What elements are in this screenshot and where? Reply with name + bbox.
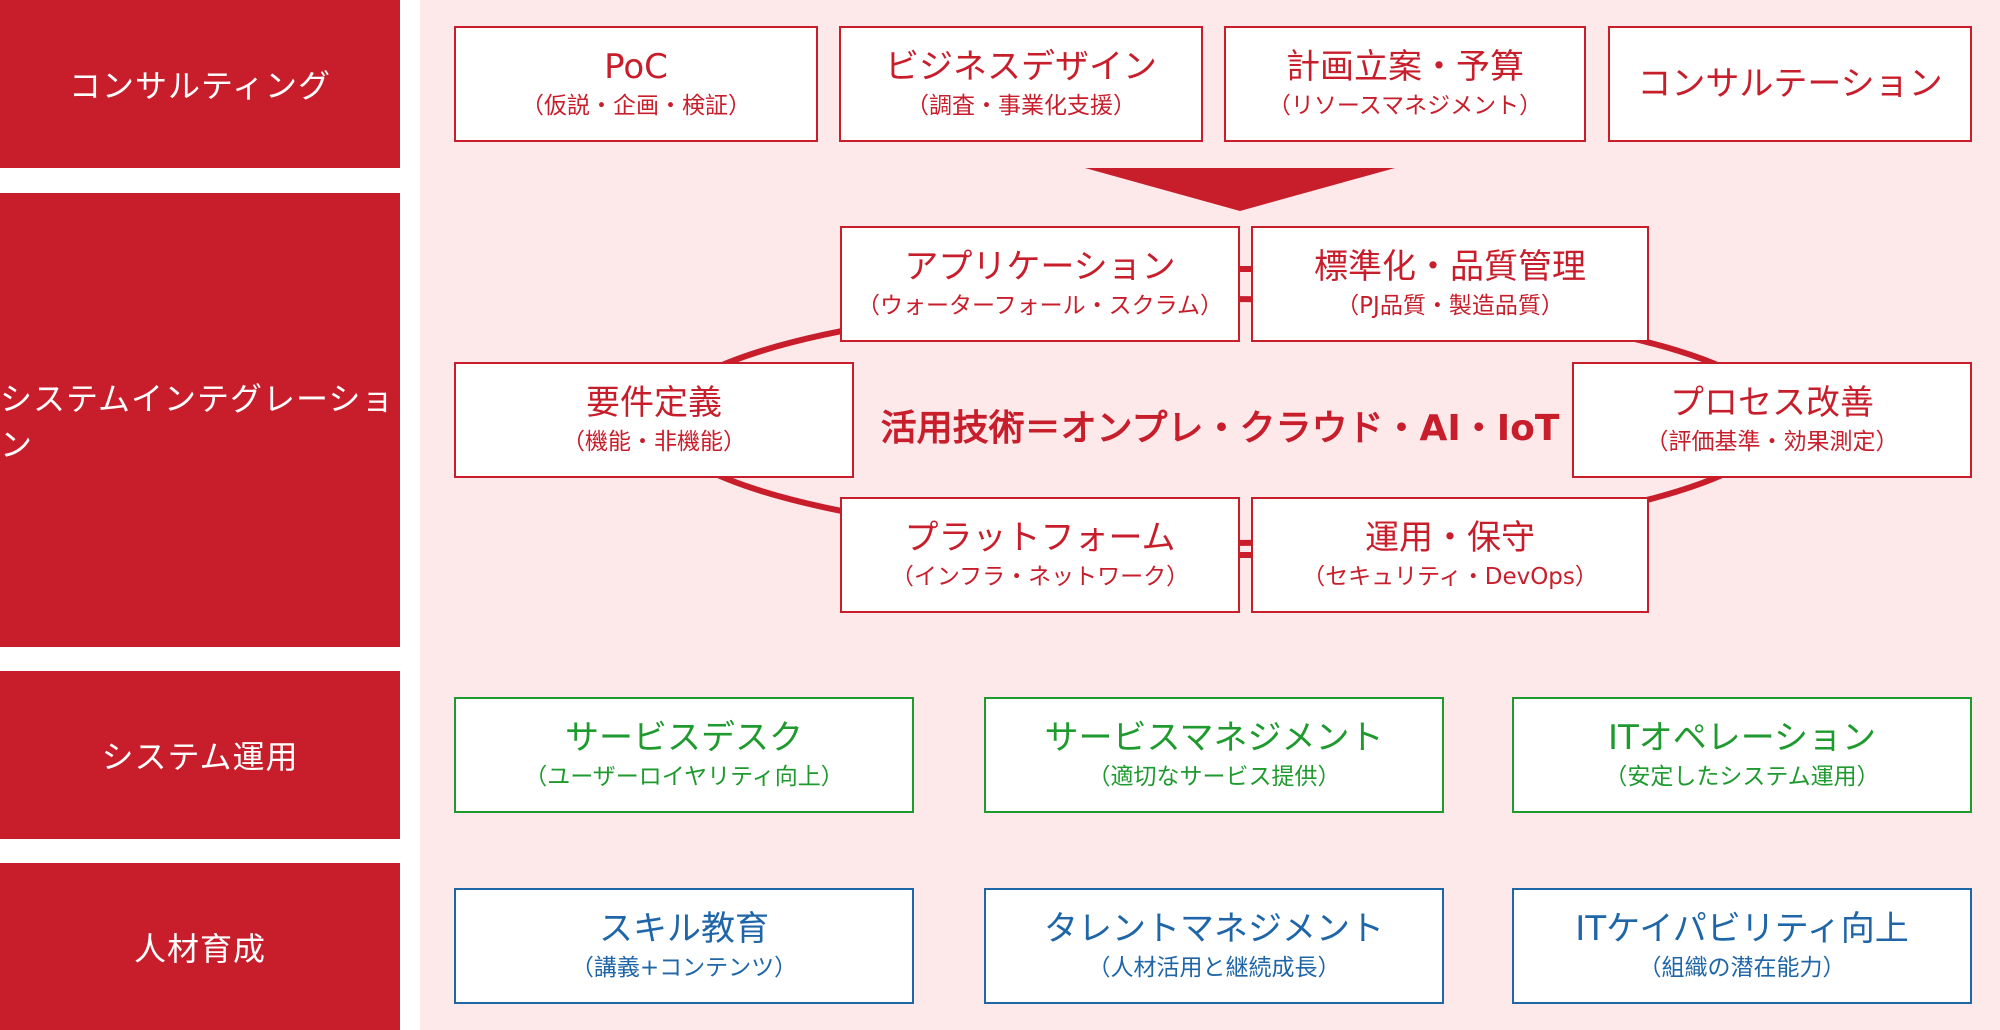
talent-box-it-capability: ITケイパビリティ向上 （組織の潜在能力）: [1512, 888, 1972, 1004]
box-subtitle: （適切なサービス提供）: [1087, 764, 1341, 791]
box-title: プラットフォーム: [904, 517, 1176, 558]
box-subtitle: （安定したシステム運用）: [1604, 764, 1880, 791]
si-box-application: アプリケーション （ウォーターフォール・スクラム）: [840, 226, 1240, 342]
si-box-process: プロセス改善 （評価基準・効果測定）: [1572, 362, 1972, 478]
si-box-maintenance: 運用・保守 （セキュリティ・DevOps）: [1251, 497, 1649, 613]
box-title: 標準化・品質管理: [1314, 246, 1586, 287]
category-system-operations: システム運用: [0, 671, 400, 839]
consulting-box-planning-budget: 計画立案・予算 （リソースマネジメント）: [1224, 26, 1586, 142]
category-label: システム運用: [101, 738, 299, 776]
box-title: コンサルテーション: [1637, 63, 1943, 104]
box-subtitle: （インフラ・ネットワーク）: [890, 564, 1190, 591]
box-title: 計画立案・予算: [1286, 46, 1524, 87]
category-talent-development: 人材育成: [0, 863, 400, 1030]
technology-caption: 活用技術＝オンプレ・クラウド・AI・IoT: [880, 408, 1560, 449]
talent-box-talent-management: タレントマネジメント （人材活用と継続成長）: [984, 888, 1444, 1004]
box-subtitle: （調査・事業化支援）: [906, 93, 1136, 120]
box-subtitle: （セキュリティ・DevOps）: [1302, 564, 1598, 591]
box-title: ITケイパビリティ向上: [1575, 908, 1909, 949]
consulting-box-business-design: ビジネスデザイン （調査・事業化支援）: [839, 26, 1203, 142]
box-subtitle: （人材活用と継続成長）: [1087, 955, 1341, 982]
box-subtitle: （PJ品質・製造品質）: [1336, 293, 1564, 320]
ops-box-it-operations: ITオペレーション （安定したシステム運用）: [1512, 697, 1972, 813]
box-title: サービスデスク: [565, 717, 803, 758]
box-subtitle: （仮説・企画・検証）: [521, 93, 751, 120]
category-label: システムインテグレーション: [0, 380, 395, 464]
box-subtitle: （評価基準・効果測定）: [1645, 429, 1899, 456]
box-title: ITオペレーション: [1607, 717, 1877, 758]
box-title: タレントマネジメント: [1044, 908, 1384, 949]
consulting-box-consultation: コンサルテーション: [1608, 26, 1972, 142]
ops-box-service-desk: サービスデスク （ユーザーロイヤリティ向上）: [454, 697, 914, 813]
box-title: 要件定義: [586, 382, 722, 423]
box-title: アプリケーション: [904, 246, 1176, 287]
ops-box-service-management: サービスマネジメント （適切なサービス提供）: [984, 697, 1444, 813]
down-arrow-icon: [1085, 168, 1395, 211]
box-title: PoC: [604, 46, 668, 87]
box-subtitle: （ウォーターフォール・スクラム）: [857, 293, 1223, 320]
box-title: サービスマネジメント: [1044, 717, 1384, 758]
box-title: プロセス改善: [1670, 382, 1874, 423]
category-system-integration: システムインテグレーション: [0, 193, 400, 647]
box-subtitle: （講義+コンテンツ）: [570, 955, 798, 982]
category-label: 人材育成: [133, 929, 266, 968]
box-subtitle: （リソースマネジメント）: [1267, 93, 1543, 120]
box-title: 運用・保守: [1365, 517, 1535, 558]
box-subtitle: （機能・非機能）: [562, 429, 746, 456]
box-title: スキル教育: [599, 908, 769, 949]
si-box-platform: プラットフォーム （インフラ・ネットワーク）: [840, 497, 1240, 613]
si-box-requirements: 要件定義 （機能・非機能）: [454, 362, 854, 478]
box-subtitle: （ユーザーロイヤリティ向上）: [524, 764, 844, 791]
category-consulting: コンサルティング: [0, 0, 400, 168]
consulting-box-poc: PoC （仮説・企画・検証）: [454, 26, 818, 142]
box-subtitle: （組織の潜在能力）: [1638, 955, 1846, 982]
category-label: コンサルティング: [68, 67, 332, 105]
talent-box-skill-education: スキル教育 （講義+コンテンツ）: [454, 888, 914, 1004]
si-box-quality: 標準化・品質管理 （PJ品質・製造品質）: [1251, 226, 1649, 342]
box-title: ビジネスデザイン: [885, 46, 1157, 87]
